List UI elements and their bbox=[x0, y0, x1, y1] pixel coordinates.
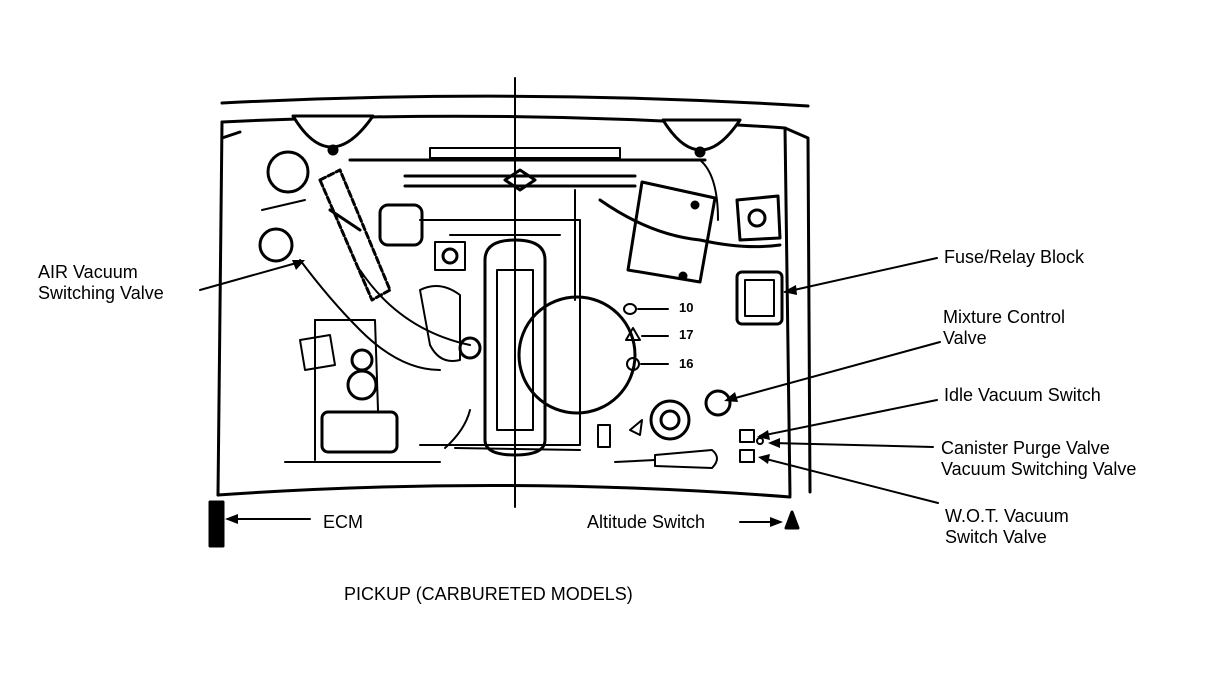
label-mixture-control-valve: Mixture Control Valve bbox=[943, 307, 1065, 349]
mixture-line1: Mixture Control bbox=[943, 307, 1066, 327]
right-strut-mount bbox=[735, 194, 782, 242]
air-cleaner bbox=[517, 295, 637, 415]
wot-line1: W.O.T. Vacuum bbox=[945, 506, 1069, 526]
leader-lines bbox=[199, 257, 941, 523]
left-canister-upper bbox=[266, 150, 310, 194]
mixture-control-valve bbox=[704, 389, 732, 417]
battery bbox=[626, 180, 717, 284]
callout-10: 10 bbox=[679, 300, 694, 315]
label-air-vacuum-switching-valve: AIR Vacuum Switching Valve bbox=[38, 262, 164, 304]
diagram-caption: PICKUP (CARBURETED MODELS) bbox=[344, 584, 633, 604]
left-canister-lower bbox=[258, 227, 294, 263]
wot-line2: Switch Valve bbox=[945, 527, 1047, 547]
callout-17: 17 bbox=[679, 327, 694, 342]
label-fuse-relay-block: Fuse/Relay Block bbox=[944, 247, 1085, 267]
carburetor bbox=[378, 203, 482, 362]
air-vacuum-line1: AIR Vacuum bbox=[38, 262, 138, 282]
callout-16: 16 bbox=[679, 356, 694, 371]
right-headlight bbox=[661, 118, 742, 152]
arrow-heads bbox=[225, 260, 797, 527]
radiator bbox=[348, 147, 707, 192]
label-canister-purge-valve: Canister Purge Valve Vacuum Switching Va… bbox=[941, 438, 1136, 480]
ecm-unit bbox=[208, 500, 225, 548]
label-wot-vacuum-switch-valve: W.O.T. Vacuum Switch Valve bbox=[945, 506, 1069, 548]
lower-center-components bbox=[597, 399, 718, 469]
engine-block bbox=[419, 189, 581, 457]
left-lower-components bbox=[299, 319, 399, 461]
fuse-relay-block bbox=[735, 270, 784, 326]
air-vacuum-line2: Switching Valve bbox=[38, 283, 164, 303]
altitude-switch-symbol bbox=[784, 510, 800, 530]
left-headlight bbox=[291, 114, 375, 149]
callout-symbols bbox=[623, 303, 669, 371]
mixture-line2: Valve bbox=[943, 328, 987, 348]
canister-line2: Vacuum Switching Valve bbox=[941, 459, 1137, 479]
label-idle-vacuum-switch: Idle Vacuum Switch bbox=[944, 385, 1101, 405]
canister-line1: Canister Purge Valve bbox=[941, 438, 1110, 458]
label-ecm: ECM bbox=[323, 512, 363, 532]
air-intake-duct bbox=[318, 168, 392, 302]
vacuum-switches bbox=[739, 429, 764, 463]
label-altitude-switch: Altitude Switch bbox=[587, 512, 706, 532]
